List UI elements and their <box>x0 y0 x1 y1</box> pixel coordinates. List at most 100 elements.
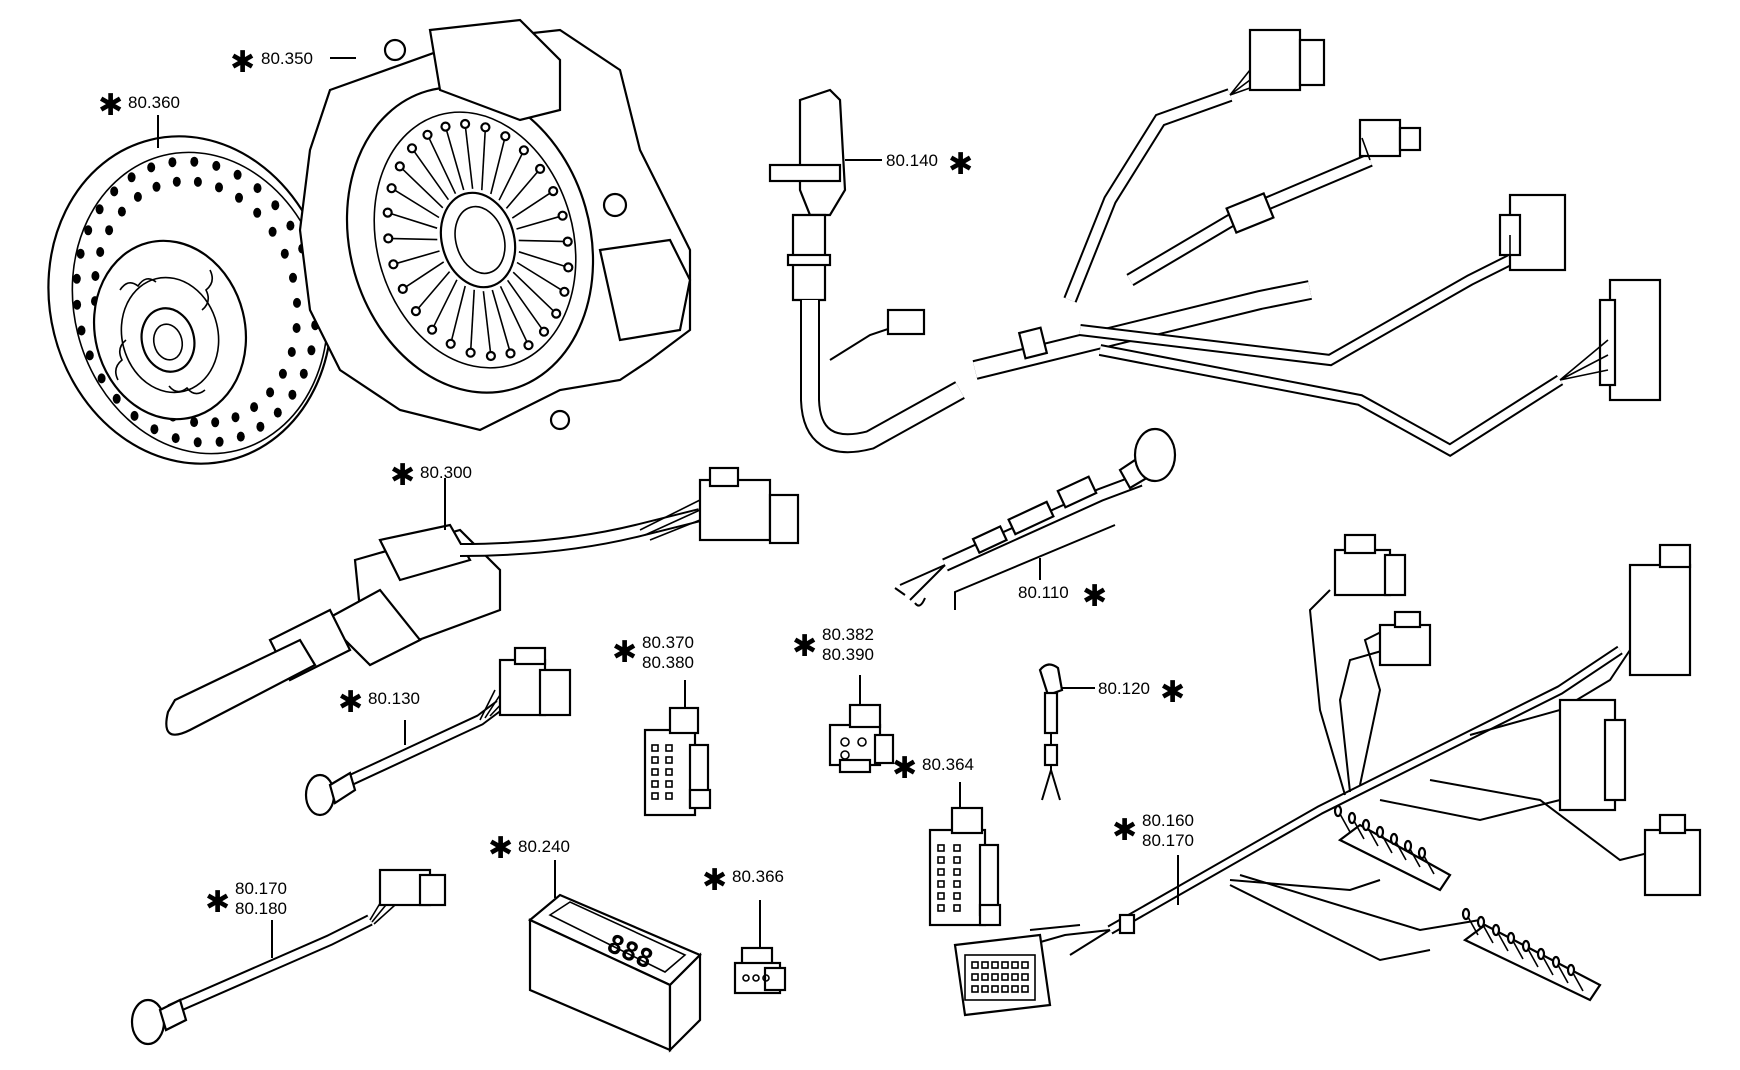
finger-tip <box>480 122 491 133</box>
rivet-dot <box>273 407 282 418</box>
harness-80140 <box>768 28 1662 457</box>
pin-slot <box>665 792 673 800</box>
pin-slot <box>991 973 999 981</box>
pin-slot <box>665 744 673 752</box>
rivet-dot <box>193 176 202 187</box>
pin-slot <box>953 892 961 900</box>
terminal-lug <box>1572 972 1584 992</box>
terminal-lug <box>1381 834 1393 854</box>
rivet-dot <box>253 207 262 218</box>
spring-finger <box>499 285 530 346</box>
rivet-dot <box>76 248 85 259</box>
pin-slot <box>651 780 659 788</box>
terminal-lug <box>1361 818 1371 832</box>
terminal-lug <box>1375 825 1385 839</box>
asterisk-icon: ✱ <box>1160 675 1185 710</box>
terminal-lug <box>1467 916 1479 936</box>
spring-finger <box>481 127 487 191</box>
part-number: 80.240 <box>518 837 570 856</box>
asterisk-icon: ✱ <box>1112 813 1137 848</box>
pin-slot <box>937 868 945 876</box>
terminal-lug <box>1353 820 1365 840</box>
rivet-dot <box>268 226 277 237</box>
rivet-dot <box>266 387 275 398</box>
rivet-dot <box>215 182 223 193</box>
rivet-dot <box>212 160 221 171</box>
rivet-dot <box>250 402 259 413</box>
rivet-dot <box>117 206 126 217</box>
finger-tip <box>460 118 471 130</box>
pin-slot <box>651 744 659 752</box>
rivet-dot <box>293 297 301 308</box>
finger-tip <box>388 259 399 270</box>
pin-slot <box>937 904 945 912</box>
rivet-dot <box>73 299 82 310</box>
part-number: 80.366 <box>732 867 784 886</box>
spring-finger <box>498 149 525 201</box>
rivet-dot <box>190 417 199 428</box>
rivet-dot <box>286 220 295 231</box>
rivet-dot <box>147 162 156 173</box>
terminal-lug <box>1339 813 1351 833</box>
finger-tip <box>523 340 534 351</box>
connector-80366 <box>733 946 787 995</box>
finger-tip <box>465 347 476 358</box>
finger-tip <box>406 143 418 154</box>
finger-tip <box>427 324 438 335</box>
display-unit-80240: 888 <box>527 893 702 1053</box>
part-number: 80.110 <box>1018 583 1069 602</box>
finger-tip <box>386 183 397 194</box>
asterisk-icon: ✱ <box>98 88 123 123</box>
asterisk-icon: ✱ <box>892 751 917 786</box>
part-number: 80.170 <box>235 879 287 898</box>
connector-80370 <box>643 706 712 817</box>
pin-slot <box>953 844 961 852</box>
finger-tip <box>559 286 570 297</box>
terminal-lug <box>1333 804 1343 818</box>
rivet-dot <box>72 273 81 284</box>
spring-finger <box>506 279 545 333</box>
rivet-dot <box>292 323 301 333</box>
terminal-lug <box>1347 811 1357 825</box>
pin-slot <box>665 780 673 788</box>
pin-slot <box>953 904 961 912</box>
pin-slot <box>953 856 961 864</box>
asterisk-icon: ✱ <box>702 863 727 898</box>
sensor-80120 <box>1038 663 1064 801</box>
asterisk-icon: ✱ <box>612 635 637 670</box>
rivet-dot <box>288 389 297 400</box>
terminal-lug <box>1491 923 1501 937</box>
leader-80110-bracket <box>954 524 1116 610</box>
rivet-dot <box>77 325 86 336</box>
terminal-lug <box>1423 855 1435 875</box>
spring-finger <box>387 211 438 229</box>
spring-finger <box>511 190 554 219</box>
finger-tip <box>518 145 530 156</box>
rivet-dot <box>231 412 240 423</box>
rivet-dot <box>253 183 262 194</box>
asterisk-icon: ✱ <box>792 629 817 664</box>
cable-80170 <box>130 868 447 1046</box>
callout-80130: ✱ 80.130 <box>338 685 420 720</box>
spring-finger <box>490 136 507 195</box>
spring-finger <box>444 126 465 191</box>
part-number: 80.120 <box>1098 679 1150 698</box>
pin-slot <box>1001 973 1009 981</box>
terminal-lug <box>1482 924 1494 944</box>
spring-finger <box>393 250 440 266</box>
pin-slot <box>1011 985 1019 993</box>
pin-slot <box>991 985 999 993</box>
pin-slot <box>1021 961 1029 969</box>
pin-slot <box>937 892 945 900</box>
rivet-dot <box>110 186 119 197</box>
finger-tip <box>563 262 574 273</box>
rivet-dot <box>287 347 296 357</box>
spring-finger <box>426 134 457 195</box>
rivet-dot <box>215 436 224 447</box>
rivet-dot <box>133 191 142 202</box>
spring-finger <box>388 237 438 241</box>
rivet-dot <box>127 172 136 183</box>
pin-slot <box>981 973 989 981</box>
finger-tip <box>551 308 562 319</box>
part-number: 80.170 <box>1142 831 1194 850</box>
